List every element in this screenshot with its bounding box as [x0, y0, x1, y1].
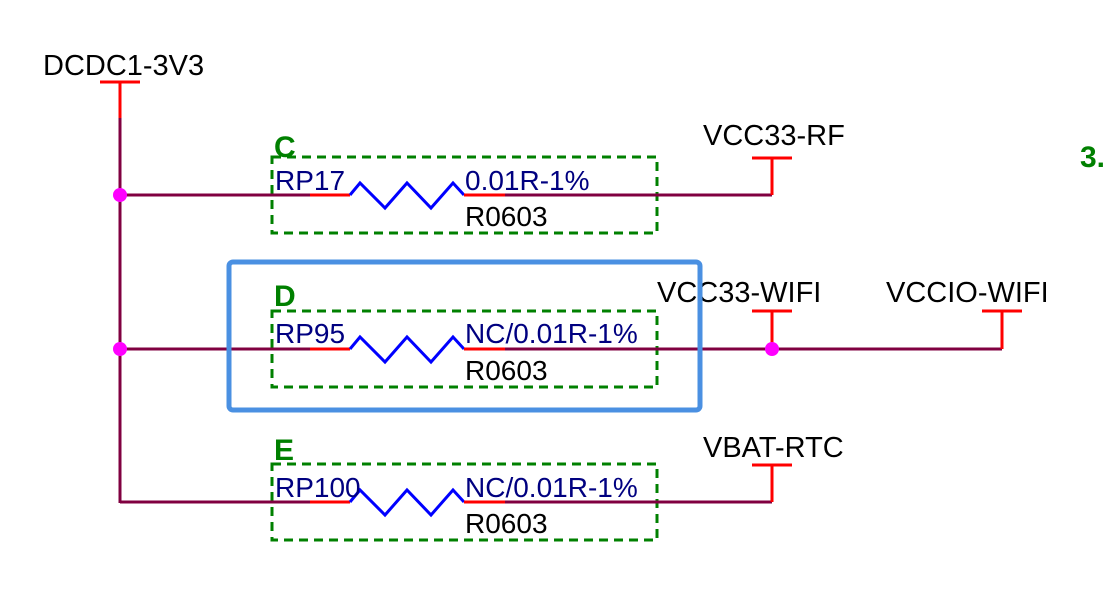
- power-symbol-dcdc1-3v3: DCDC1-3V3: [43, 50, 204, 118]
- net-label-vcc33-rf: VCC33-RF: [703, 120, 845, 152]
- group-label-e: E: [274, 434, 294, 467]
- resistor-rp17[interactable]: [348, 180, 466, 211]
- ref-rp95: RP95: [275, 318, 345, 349]
- value-rp100: NC/0.01R-1%: [465, 472, 638, 503]
- group-label-c: C: [274, 131, 296, 164]
- value-rp95: NC/0.01R-1%: [465, 318, 638, 349]
- resistor-rp100[interactable]: [348, 487, 466, 518]
- junction-dot: [113, 188, 127, 202]
- package-rp100: R0603: [465, 508, 548, 539]
- power-symbol-vcc33-wifi: VCC33-WIFI: [657, 277, 821, 349]
- group-c: C RP17 0.01R-1% R0603 VCC33-RF: [113, 120, 845, 235]
- power-symbol-vbat-rtc: VBAT-RTC: [703, 432, 844, 502]
- value-rp17: 0.01R-1%: [465, 165, 590, 196]
- ref-rp17: RP17: [275, 165, 345, 196]
- group-d: D RP95 NC/0.01R-1% R0603 VCC33-WIFI VCCI…: [113, 277, 1049, 389]
- group-e: E RP100 NC/0.01R-1% R0603 VBAT-RTC: [120, 432, 844, 542]
- junction-dot: [765, 342, 779, 356]
- net-label-vccio-wifi: VCCIO-WIFI: [886, 277, 1049, 309]
- net-label-vcc33-wifi: VCC33-WIFI: [657, 277, 821, 309]
- group-label-d: D: [274, 280, 296, 313]
- resistor-rp95[interactable]: [348, 334, 466, 365]
- package-rp95: R0603: [465, 355, 548, 386]
- ref-rp100: RP100: [275, 472, 361, 503]
- junction-dot: [113, 342, 127, 356]
- package-rp17: R0603: [465, 201, 548, 232]
- power-symbol-vcc33-rf: VCC33-RF: [703, 120, 845, 195]
- selection-highlight-box: [226, 259, 703, 413]
- net-label-vbat-rtc: VBAT-RTC: [703, 432, 844, 464]
- corner-label: 3.: [1080, 141, 1105, 174]
- net-label-dcdc1-3v3: DCDC1-3V3: [43, 50, 204, 82]
- power-symbol-vccio-wifi: VCCIO-WIFI: [886, 277, 1049, 349]
